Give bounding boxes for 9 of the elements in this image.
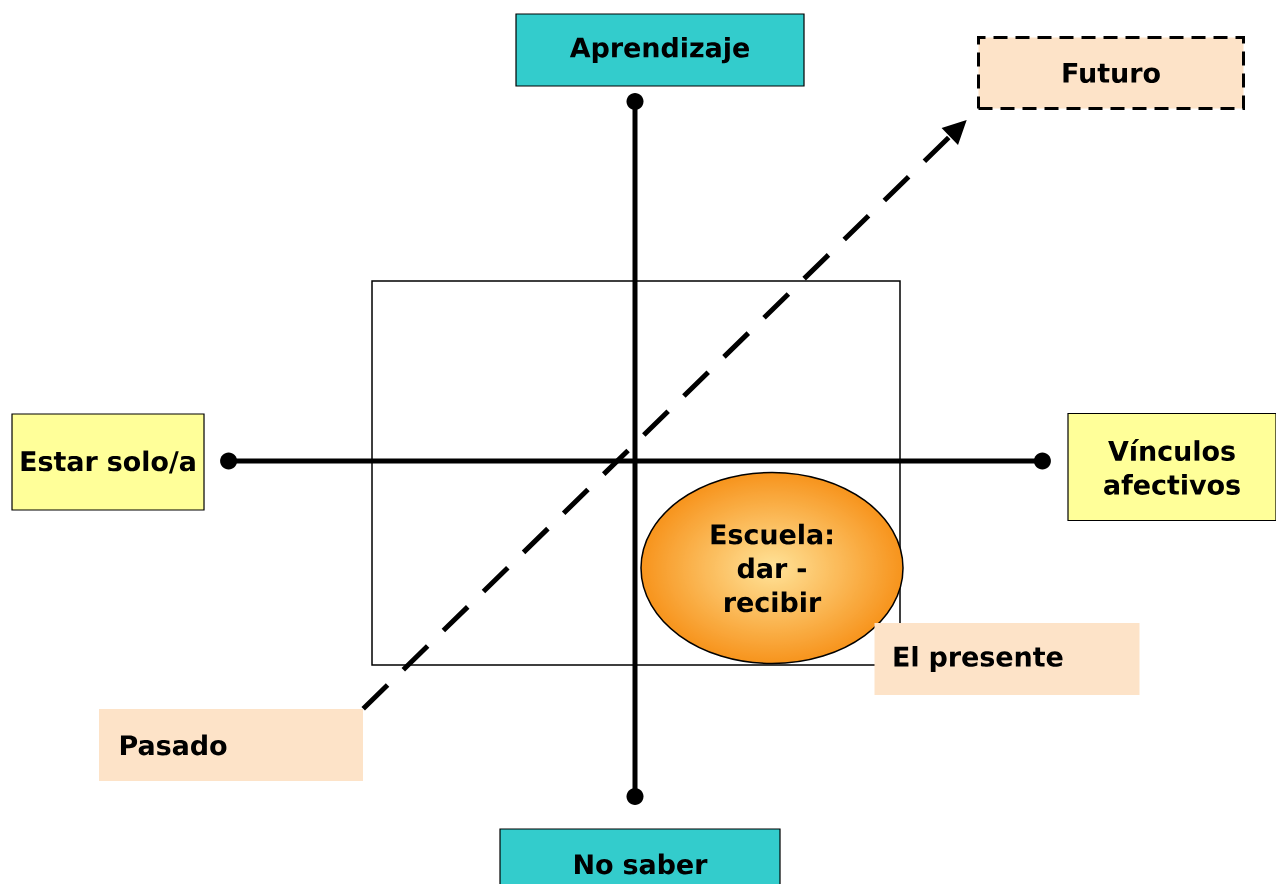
- concept-box: No saber: [499, 828, 781, 884]
- axis-line: [220, 452, 1051, 470]
- concept-box: Vínculos afectivos: [1067, 412, 1276, 522]
- axis-line: [626, 93, 644, 805]
- concept-box: Aprendizaje: [515, 13, 805, 87]
- concept-box: Estar solo/a: [11, 413, 205, 511]
- label-box: El presente: [874, 623, 1140, 695]
- label-box: Pasado: [99, 709, 363, 781]
- dashed-box: Futuro: [977, 36, 1245, 110]
